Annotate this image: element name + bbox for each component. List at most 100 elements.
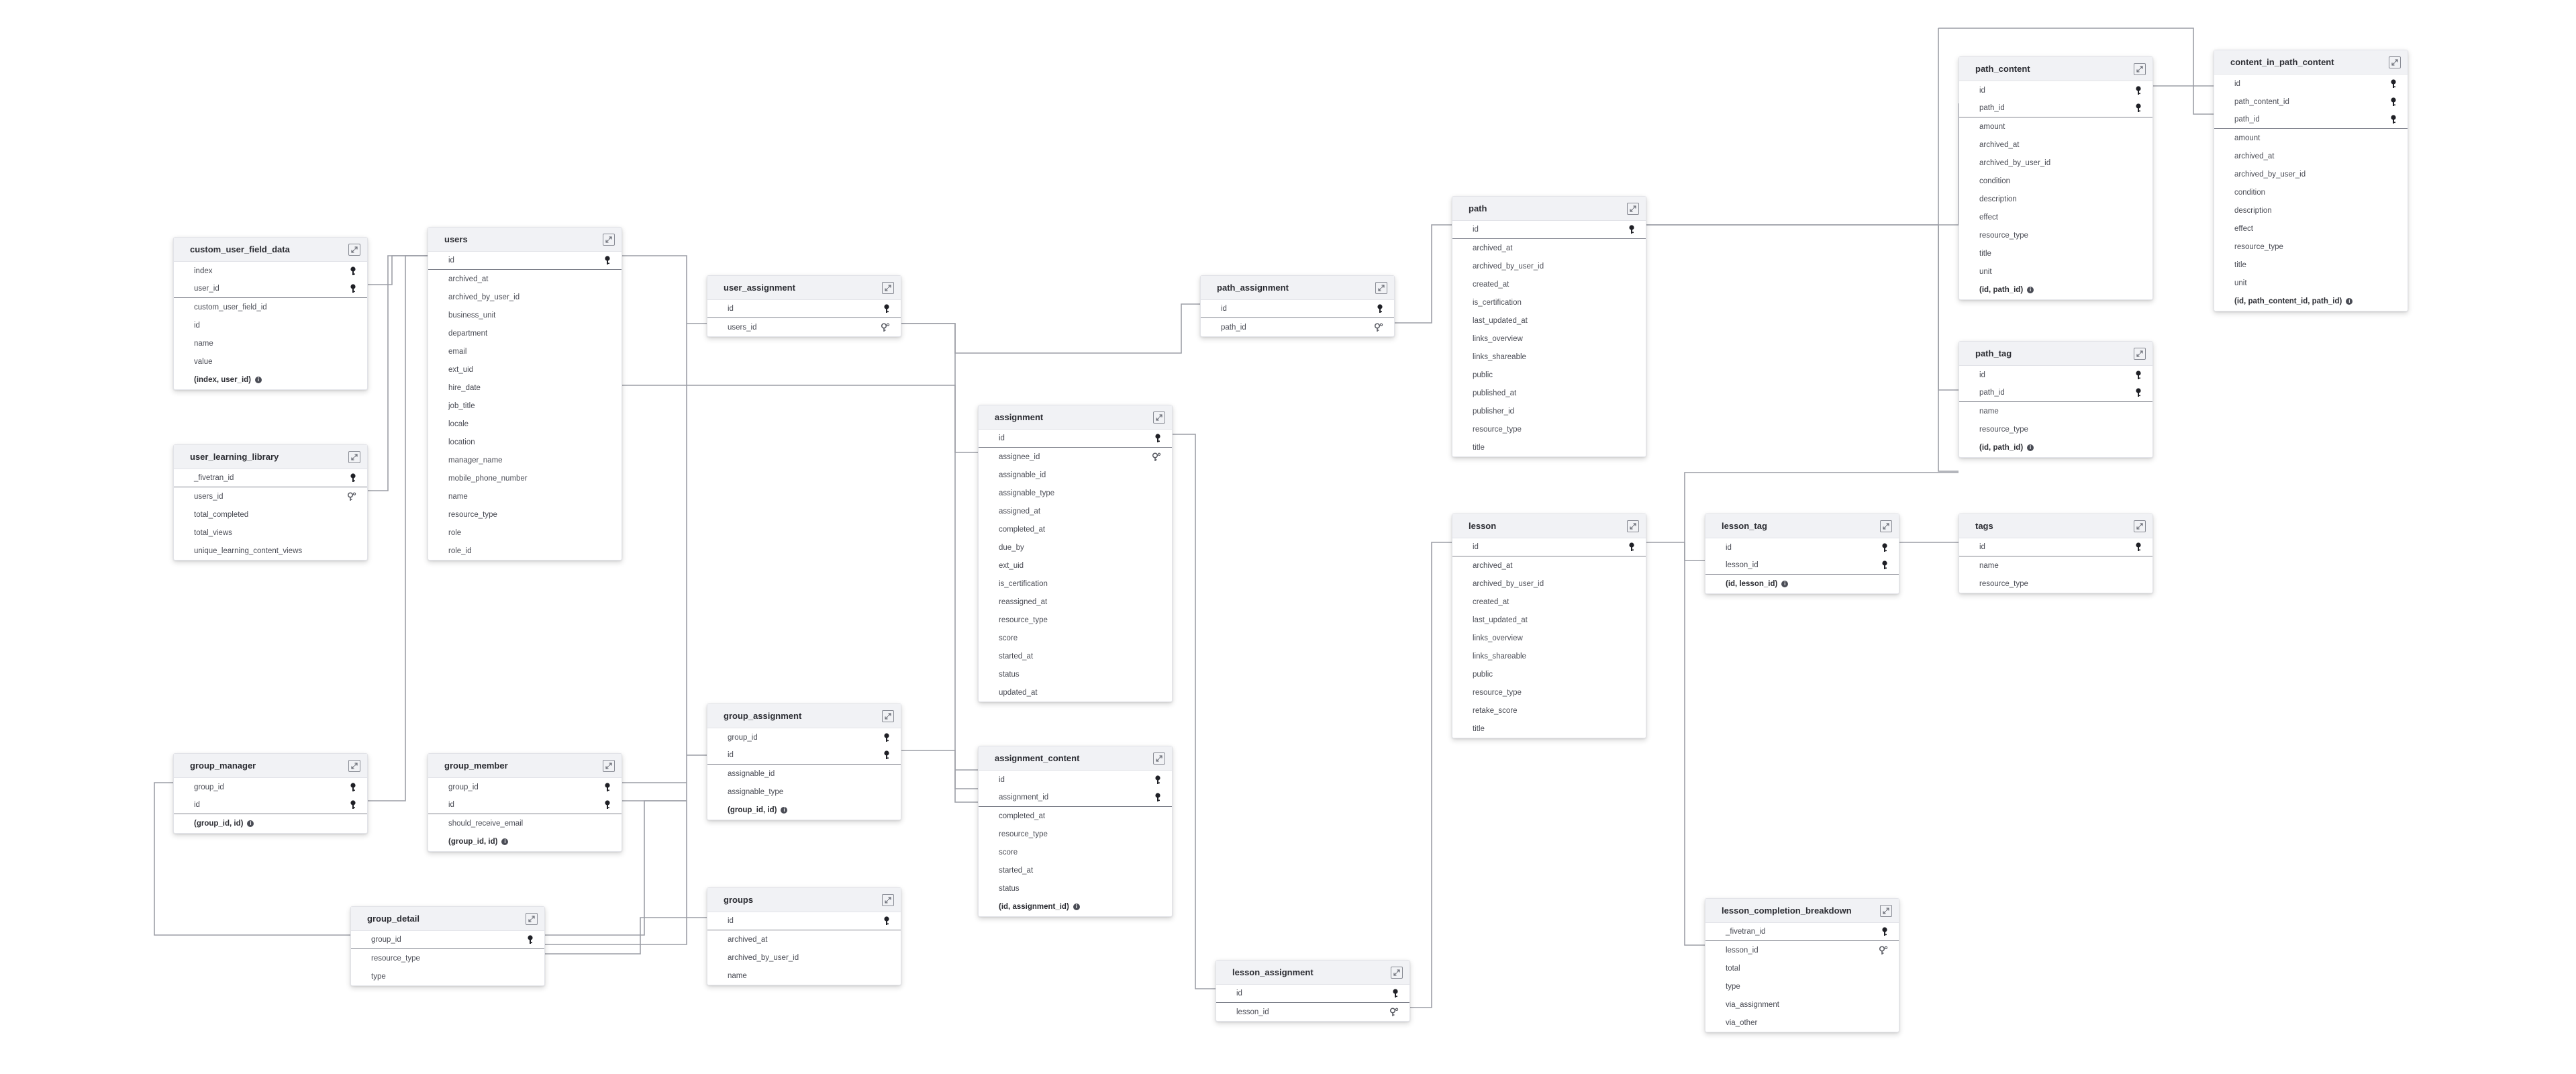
- column-row[interactable]: ext_uid: [428, 360, 622, 379]
- column-row[interactable]: email: [428, 342, 622, 360]
- column-row[interactable]: custom_user_field_id: [174, 298, 367, 316]
- column-row[interactable]: is_certification: [1452, 293, 1646, 311]
- column-row[interactable]: id: [1216, 985, 1409, 1003]
- column-row[interactable]: publisher_id: [1452, 402, 1646, 420]
- expand-icon[interactable]: [882, 710, 894, 722]
- column-row[interactable]: title: [1452, 720, 1646, 738]
- expand-icon[interactable]: [348, 243, 360, 256]
- column-row[interactable]: location: [428, 433, 622, 451]
- column-row[interactable]: value: [174, 352, 367, 371]
- column-row[interactable]: is_certification: [979, 575, 1172, 593]
- column-row[interactable]: resource_type: [351, 949, 544, 967]
- table-header[interactable]: path_tag: [1959, 342, 2152, 366]
- column-row[interactable]: resource_type: [979, 611, 1172, 629]
- column-row[interactable]: lesson_id: [1705, 556, 1899, 575]
- table-header[interactable]: path: [1452, 197, 1646, 221]
- column-row[interactable]: mobile_phone_number: [428, 469, 622, 487]
- column-row[interactable]: archived_at: [707, 930, 901, 948]
- column-row[interactable]: path_id: [1201, 318, 1394, 336]
- info-icon[interactable]: i: [1781, 581, 1789, 587]
- table-header[interactable]: assignment: [979, 405, 1172, 430]
- column-row[interactable]: via_other: [1705, 1014, 1899, 1032]
- info-icon[interactable]: i: [2346, 298, 2353, 305]
- expand-icon[interactable]: [2134, 347, 2146, 360]
- column-row[interactable]: id: [1959, 366, 2152, 384]
- column-row[interactable]: resource_type: [1959, 226, 2152, 244]
- column-row[interactable]: description: [2214, 201, 2408, 219]
- table-header[interactable]: lesson_assignment: [1216, 961, 1409, 985]
- table-header[interactable]: group_assignment: [707, 704, 901, 728]
- column-row[interactable]: archived_by_user_id: [707, 948, 901, 967]
- info-icon[interactable]: i: [781, 807, 788, 814]
- expand-icon[interactable]: [1880, 520, 1892, 532]
- column-row[interactable]: job_title: [428, 397, 622, 415]
- column-row[interactable]: _fivetran_id: [1705, 923, 1899, 941]
- column-row[interactable]: id: [979, 771, 1172, 789]
- column-row[interactable]: started_at: [979, 861, 1172, 879]
- column-row[interactable]: role_id: [428, 542, 622, 560]
- column-row[interactable]: id: [1201, 300, 1394, 318]
- table-header[interactable]: path_assignment: [1201, 276, 1394, 300]
- column-row[interactable]: lesson_id: [1705, 941, 1899, 959]
- column-row[interactable]: group_id: [351, 931, 544, 949]
- column-row[interactable]: links_shareable: [1452, 348, 1646, 366]
- column-row[interactable]: id: [1452, 221, 1646, 239]
- column-row[interactable]: archived_by_user_id: [1959, 154, 2152, 172]
- column-row[interactable]: archived_at: [428, 270, 622, 288]
- table-header[interactable]: lesson_completion_breakdown: [1705, 899, 1899, 923]
- table-header[interactable]: groups: [707, 888, 901, 912]
- column-row[interactable]: archived_at: [2214, 147, 2408, 165]
- table-header[interactable]: user_learning_library: [174, 445, 367, 469]
- column-row[interactable]: hire_date: [428, 379, 622, 397]
- column-row[interactable]: name: [428, 487, 622, 505]
- column-row[interactable]: title: [1452, 438, 1646, 456]
- column-row[interactable]: archived_at: [1452, 239, 1646, 257]
- column-row[interactable]: reassigned_at: [979, 593, 1172, 611]
- column-row[interactable]: group_id: [428, 778, 622, 796]
- column-row[interactable]: unit: [1959, 262, 2152, 281]
- column-row[interactable]: id: [174, 316, 367, 334]
- column-row[interactable]: lesson_id: [1216, 1003, 1409, 1021]
- column-row[interactable]: assignable_id: [707, 765, 901, 783]
- column-row[interactable]: archived_at: [1452, 556, 1646, 575]
- info-icon[interactable]: i: [255, 377, 262, 383]
- column-row[interactable]: condition: [1959, 172, 2152, 190]
- column-row[interactable]: archived_by_user_id: [1452, 575, 1646, 593]
- column-row[interactable]: locale: [428, 415, 622, 433]
- expand-icon[interactable]: [882, 893, 894, 906]
- column-row[interactable]: resource_type: [979, 825, 1172, 843]
- column-row[interactable]: group_id: [707, 728, 901, 746]
- column-row[interactable]: id: [174, 796, 367, 814]
- column-row[interactable]: assignment_id: [979, 789, 1172, 807]
- column-row[interactable]: id: [707, 300, 901, 318]
- table-header[interactable]: tags: [1959, 514, 2152, 538]
- expand-icon[interactable]: [882, 281, 894, 294]
- column-row[interactable]: manager_name: [428, 451, 622, 469]
- column-row[interactable]: resource_type: [1959, 575, 2152, 593]
- column-row[interactable]: via_assignment: [1705, 995, 1899, 1014]
- expand-icon[interactable]: [526, 912, 538, 925]
- column-row[interactable]: path_content_id: [2214, 93, 2408, 111]
- expand-icon[interactable]: [603, 759, 615, 772]
- column-row[interactable]: archived_by_user_id: [1452, 257, 1646, 275]
- expand-icon[interactable]: [348, 759, 360, 772]
- column-row[interactable]: completed_at: [979, 520, 1172, 538]
- table-header[interactable]: users: [428, 228, 622, 252]
- column-row[interactable]: users_id: [707, 318, 901, 336]
- column-row[interactable]: archived_by_user_id: [2214, 165, 2408, 183]
- column-row[interactable]: assignee_id: [979, 448, 1172, 466]
- column-row[interactable]: business_unit: [428, 306, 622, 324]
- column-row[interactable]: links_overview: [1452, 629, 1646, 647]
- column-row[interactable]: _fivetran_id: [174, 469, 367, 487]
- column-row[interactable]: links_shareable: [1452, 647, 1646, 665]
- column-row[interactable]: group_id: [174, 778, 367, 796]
- table-header[interactable]: user_assignment: [707, 276, 901, 300]
- column-row[interactable]: should_receive_email: [428, 814, 622, 832]
